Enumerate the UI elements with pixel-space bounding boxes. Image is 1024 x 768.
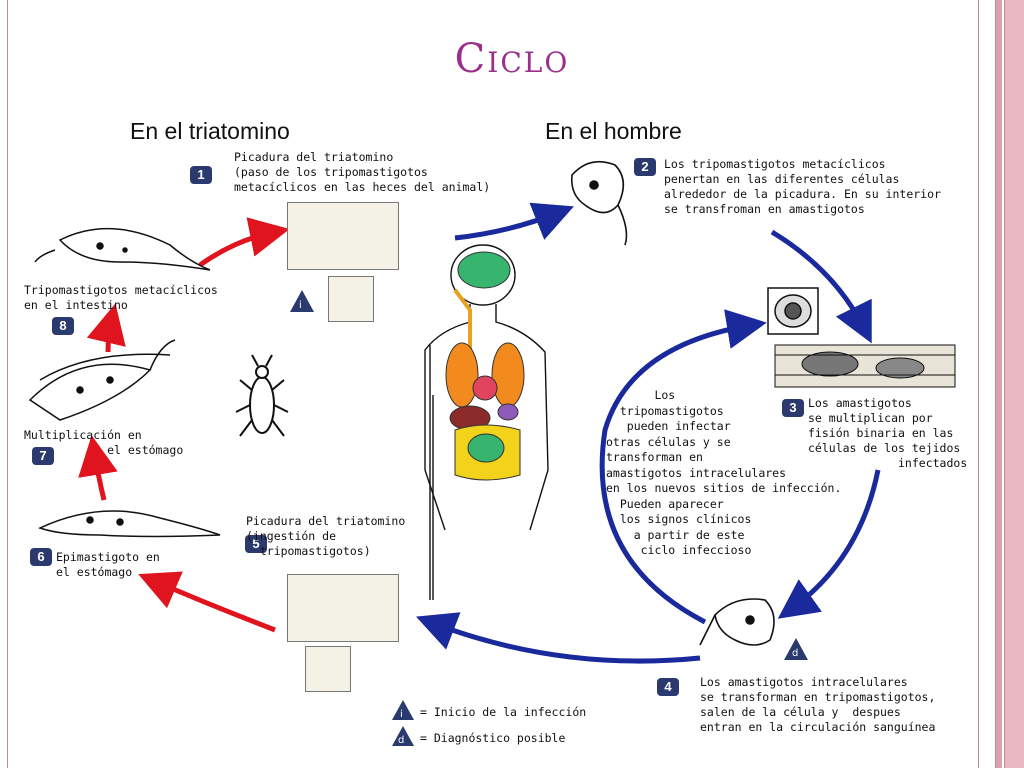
parasite-stage-6 — [38, 510, 221, 538]
human-organs — [445, 251, 525, 481]
slide-right-border — [978, 0, 1024, 768]
step-3-badge: 3 — [782, 399, 804, 417]
arrow-5-to-6 — [138, 571, 276, 633]
triatomine-bug — [235, 354, 289, 437]
slide-title: Ciclo — [454, 36, 570, 82]
step-7-label: Multiplicación en el estómago — [24, 428, 184, 457]
center-reinfection-note: Los tripomastigotos pueden infectar otra… — [606, 388, 842, 557]
svg-text:d: d — [792, 648, 798, 659]
step-3-label: Los amastigotos se multiplican por fisió… — [808, 396, 968, 470]
step-5-label: Picadura del triatomino (ingestión de tr… — [246, 514, 406, 558]
arrow-7-to-8 — [86, 303, 126, 353]
step-6-badge: 6 — [30, 548, 52, 566]
infected-cell-inset — [767, 287, 819, 335]
legend-diagnosis-text: = Diagnóstico posible — [420, 731, 566, 745]
step-2-label: Los tripomastigotos metacíclicos penerta… — [664, 157, 941, 216]
step-7-badge: 7 — [32, 447, 54, 465]
infection-marker: i — [290, 290, 314, 312]
step-4-label: Los amastigotos intracelulares se transf… — [700, 675, 936, 734]
bite-image-5 — [287, 574, 399, 642]
arrow-6-to-7 — [78, 435, 118, 501]
step-1-badge: 1 — [190, 166, 212, 184]
header-vector: En el triatomino — [130, 118, 290, 144]
diagnosis-marker: d — [784, 638, 808, 660]
arrow-reinfection — [599, 309, 767, 625]
legend-infection-text: = Inicio de la infección — [420, 705, 587, 719]
slide-left-border — [0, 0, 8, 768]
step-4-badge: 4 — [657, 678, 679, 696]
parasite-stage-8 — [34, 227, 211, 271]
step-8-label: Tripomastigotos metacíclicos en el intes… — [24, 283, 218, 312]
svg-text:d: d — [398, 735, 404, 746]
bite-image-1 — [287, 202, 399, 270]
bite-inset-5 — [305, 646, 351, 692]
infected-tissue — [774, 344, 956, 388]
step-1-label: Picadura del triatomino (paso de los tri… — [234, 150, 491, 194]
parasite-stage-7 — [28, 339, 176, 421]
legend-infection-icon: i — [392, 700, 414, 720]
bite-inset-1 — [328, 276, 374, 322]
arrow-4-to-5 — [415, 612, 701, 664]
step-8-badge: 8 — [52, 317, 74, 335]
trypomastigote-stage-4 — [699, 598, 775, 646]
svg-text:i: i — [400, 709, 403, 720]
arrow-1-to-2 — [454, 202, 574, 241]
svg-text:i: i — [299, 300, 302, 311]
arrow-2-to-3 — [770, 229, 872, 344]
header-human: En el hombre — [545, 118, 682, 144]
trypomastigote-stage-2 — [570, 160, 628, 246]
arrow-8-to-1 — [198, 217, 290, 268]
step-2-badge: 2 — [634, 158, 656, 176]
legend-diagnosis-icon: d — [392, 726, 414, 746]
step-5-badge: 5 — [245, 535, 267, 553]
step-6-label: Epimastigoto en el estómago — [56, 550, 160, 579]
arrow-3-to-4 — [777, 469, 881, 619]
